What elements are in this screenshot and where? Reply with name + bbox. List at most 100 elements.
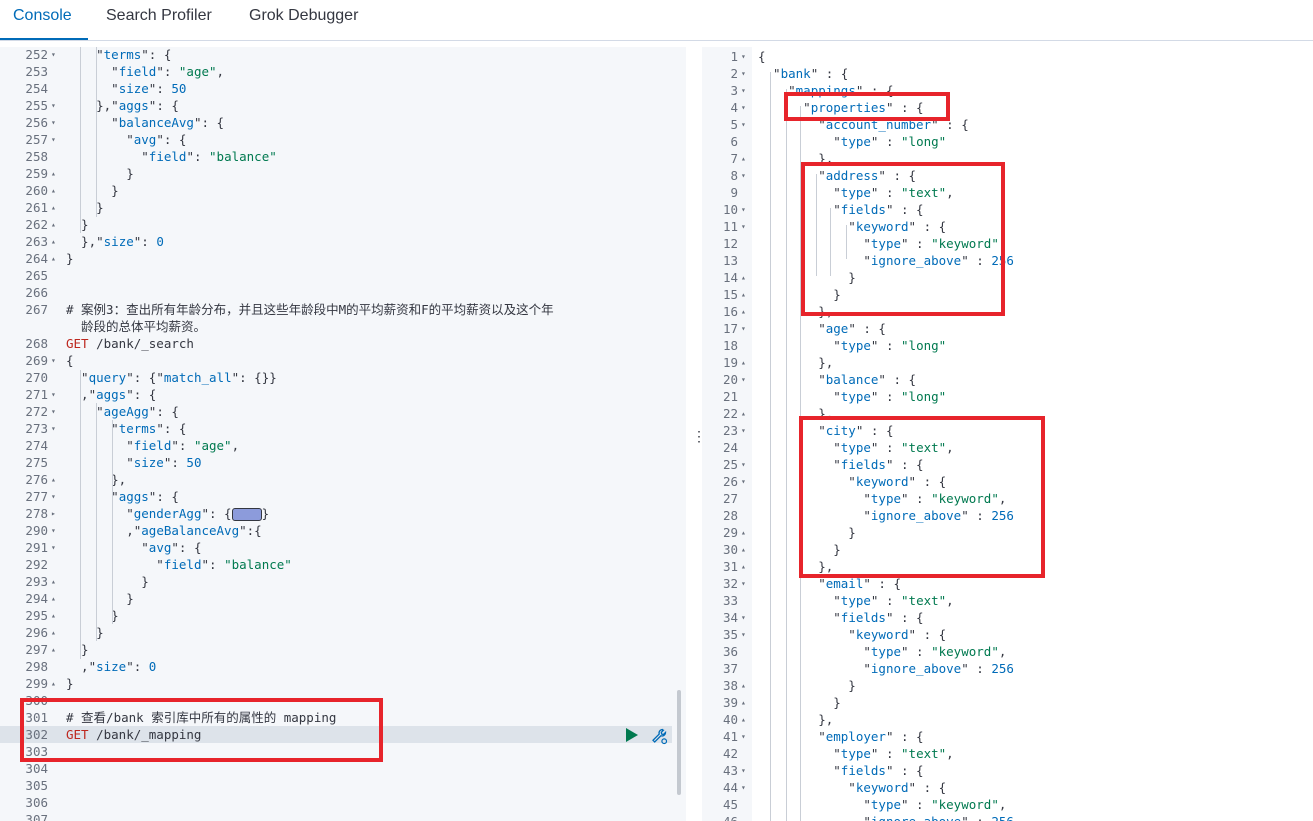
fold-caret-icon[interactable]: ▴ (741, 290, 746, 299)
fold-caret-icon[interactable]: ▾ (51, 356, 56, 365)
fold-caret-icon[interactable]: ▾ (741, 426, 746, 435)
code-token: type (840, 185, 871, 200)
code-line: 300 (0, 692, 686, 709)
code-line: 278▸ "genderAgg": {} (0, 505, 686, 522)
fold-caret-icon[interactable]: ▴ (741, 307, 746, 316)
fold-caret-icon[interactable]: ▴ (51, 203, 56, 212)
line-number: 305 (25, 778, 48, 793)
fold-caret-icon[interactable]: ▴ (51, 594, 56, 603)
fold-caret-icon[interactable]: ▾ (51, 50, 56, 59)
code-token: } (261, 506, 270, 521)
fold-caret-icon[interactable]: ▾ (51, 492, 56, 501)
code-token: 50 (171, 81, 187, 96)
fold-caret-icon[interactable]: ▾ (741, 324, 746, 333)
fold-caret-icon[interactable]: ▾ (741, 766, 746, 775)
fold-caret-icon[interactable]: ▾ (51, 424, 56, 433)
fold-caret-icon[interactable]: ▾ (741, 205, 746, 214)
fold-caret-icon[interactable]: ▴ (51, 254, 56, 263)
fold-caret-icon[interactable]: ▴ (51, 645, 56, 654)
fold-caret-icon[interactable]: ▾ (741, 171, 746, 180)
fold-caret-icon[interactable]: ▾ (51, 101, 56, 110)
code-token: type (840, 440, 871, 455)
fold-caret-icon[interactable]: ▾ (51, 543, 56, 552)
fold-caret-icon[interactable]: ▴ (741, 715, 746, 724)
code-token: "keyword" (931, 797, 999, 812)
code-token: " (66, 455, 134, 470)
fold-caret-icon[interactable]: ▴ (741, 545, 746, 554)
code-text: { (758, 48, 766, 65)
tab-console[interactable]: Console (13, 0, 72, 40)
collapsed-block-icon[interactable] (231, 508, 262, 521)
line-number: 302 (25, 727, 48, 742)
code-text: "account_number" : { (758, 116, 969, 133)
request-editor[interactable]: 252▾ "terms": {253 "field": "age",254 "s… (0, 47, 686, 821)
code-text: "type" : "long" (758, 388, 946, 405)
code-line: 1▾{ (702, 48, 1313, 65)
code-token: , (216, 64, 225, 79)
code-token: " : { (885, 457, 924, 472)
code-token: " (758, 627, 856, 642)
fold-caret-icon[interactable]: ▴ (741, 273, 746, 282)
line-number: 44 (722, 780, 738, 795)
fold-caret-icon[interactable]: ▾ (741, 120, 746, 129)
fold-caret-icon[interactable]: ▾ (51, 135, 56, 144)
fold-caret-icon[interactable]: ▴ (51, 475, 56, 484)
code-token: , (998, 491, 1007, 506)
fold-caret-icon[interactable]: ▴ (51, 186, 56, 195)
fold-caret-icon[interactable]: ▴ (51, 237, 56, 246)
wrench-icon[interactable] (650, 727, 668, 745)
fold-caret-icon[interactable]: ▴ (741, 154, 746, 163)
fold-caret-icon[interactable]: ▴ (51, 611, 56, 620)
request-editor-code-area[interactable] (62, 47, 686, 821)
fold-caret-icon[interactable]: ▾ (741, 477, 746, 486)
run-request-button[interactable] (626, 728, 638, 742)
fold-caret-icon[interactable]: ▴ (741, 698, 746, 707)
fold-caret-icon[interactable]: ▾ (741, 579, 746, 588)
code-line: 261▴ } (0, 199, 686, 216)
fold-caret-icon[interactable]: ▾ (741, 460, 746, 469)
fold-caret-icon[interactable]: ▴ (741, 562, 746, 571)
fold-caret-icon[interactable]: ▴ (51, 628, 56, 637)
fold-caret-icon[interactable]: ▾ (741, 222, 746, 231)
fold-caret-icon[interactable]: ▾ (51, 407, 56, 416)
tab-grok-debugger[interactable]: Grok Debugger (249, 7, 359, 24)
code-line: 301# 查看/bank 索引库中所有的属性的 mapping (0, 709, 686, 726)
fold-caret-icon[interactable]: ▾ (741, 52, 746, 61)
code-token: account_number (825, 117, 932, 132)
code-line: 46 "ignore_above" : 256 (702, 813, 1313, 821)
indent-guide (846, 225, 847, 259)
fold-caret-icon[interactable]: ▸ (51, 509, 56, 518)
fold-caret-icon[interactable]: ▾ (741, 69, 746, 78)
fold-caret-icon[interactable]: ▾ (741, 103, 746, 112)
indent-guide (830, 208, 831, 276)
fold-caret-icon[interactable]: ▴ (741, 409, 746, 418)
fold-caret-icon[interactable]: ▾ (51, 390, 56, 399)
code-token: ": {}} (231, 370, 277, 385)
fold-caret-icon[interactable]: ▾ (741, 783, 746, 792)
fold-caret-icon[interactable]: ▴ (51, 169, 56, 178)
fold-caret-icon[interactable]: ▾ (51, 118, 56, 127)
fold-caret-icon[interactable]: ▾ (741, 732, 746, 741)
code-line: 260▴ } (0, 182, 686, 199)
fold-caret-icon[interactable]: ▾ (741, 86, 746, 95)
fold-caret-icon[interactable]: ▾ (741, 630, 746, 639)
fold-caret-icon[interactable]: ▴ (741, 358, 746, 367)
indent-guide (80, 47, 81, 233)
request-editor-scrollbar[interactable] (677, 690, 681, 795)
fold-caret-icon[interactable]: ▴ (741, 528, 746, 537)
code-text: "fields" : { (758, 456, 924, 473)
fold-caret-icon[interactable]: ▴ (741, 681, 746, 690)
indent-guide (786, 89, 787, 821)
fold-caret-icon[interactable]: ▾ (741, 613, 746, 622)
fold-caret-icon[interactable]: ▴ (51, 220, 56, 229)
response-viewer[interactable]: 1▾{2▾ "bank" : {3▾ "mappings" : {4▾ "pro… (702, 47, 1313, 821)
code-token: " (66, 438, 134, 453)
code-token: } (833, 695, 841, 710)
fold-caret-icon[interactable]: ▾ (51, 526, 56, 535)
code-line: 20▾ "balance" : { (702, 371, 1313, 388)
fold-caret-icon[interactable]: ▾ (741, 375, 746, 384)
code-line: 13 "ignore_above" : 256 (702, 252, 1313, 269)
fold-caret-icon[interactable]: ▴ (51, 679, 56, 688)
tab-search-profiler[interactable]: Search Profiler (106, 7, 212, 24)
fold-caret-icon[interactable]: ▴ (51, 577, 56, 586)
